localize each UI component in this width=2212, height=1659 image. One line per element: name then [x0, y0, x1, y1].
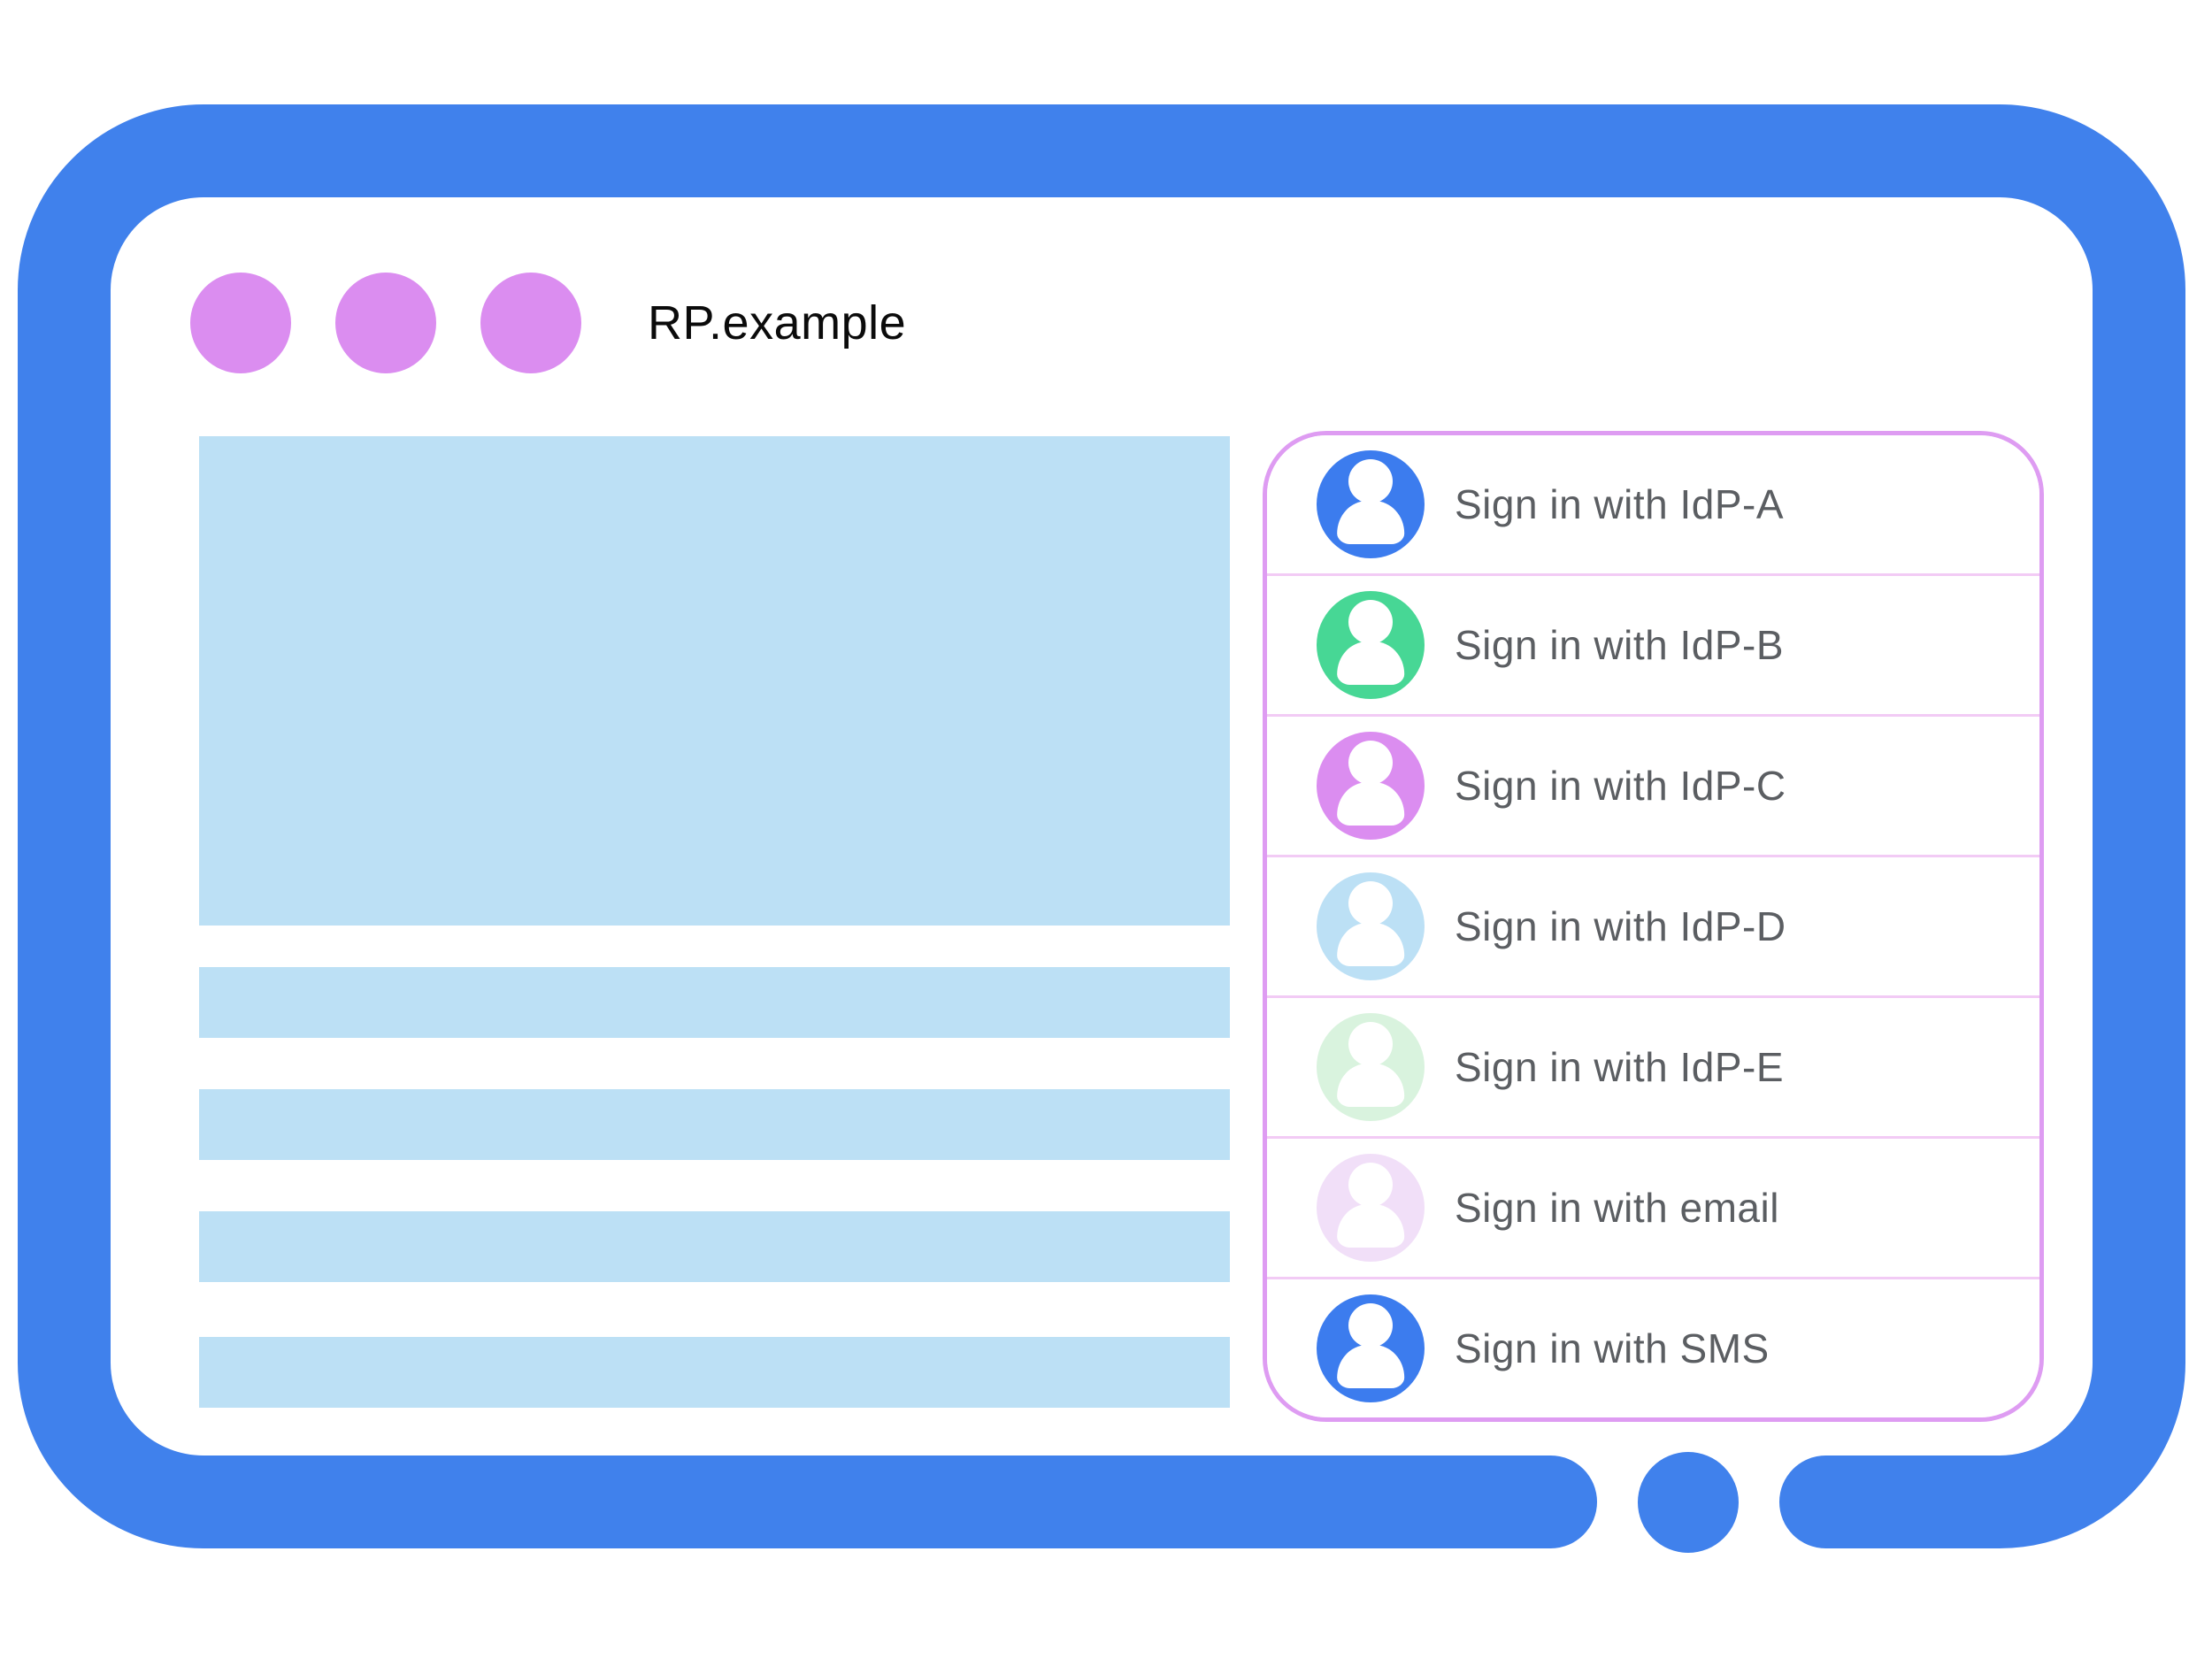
content-placeholder-hero [199, 436, 1230, 926]
content-placeholder-line [199, 967, 1230, 1038]
content-placeholder-line [199, 1089, 1230, 1160]
user-avatar-icon [1317, 1013, 1425, 1121]
signin-option-idp-a[interactable]: Sign in with IdP-A [1267, 435, 2039, 573]
signin-option-idp-c[interactable]: Sign in with IdP-C [1267, 714, 2039, 855]
user-avatar-icon [1317, 450, 1425, 558]
signin-option-label: Sign in with SMS [1455, 1325, 1770, 1371]
signin-option-idp-e[interactable]: Sign in with IdP-E [1267, 995, 2039, 1136]
site-title: RP.example [648, 296, 907, 349]
signin-option-label: Sign in with email [1455, 1185, 1779, 1231]
user-avatar-icon [1317, 591, 1425, 699]
signin-option-idp-d[interactable]: Sign in with IdP-D [1267, 855, 2039, 995]
bezel-right-segment-end [1779, 1455, 1908, 1548]
signin-option-label: Sign in with IdP-A [1455, 481, 1785, 527]
bezel-left-segment-end [1469, 1455, 1597, 1548]
signin-option-label: Sign in with IdP-B [1455, 622, 1785, 668]
user-avatar-icon [1317, 1154, 1425, 1262]
signin-option-label: Sign in with IdP-D [1455, 903, 1786, 949]
user-avatar-icon [1317, 872, 1425, 980]
content-placeholder-line [199, 1211, 1230, 1282]
home-button[interactable] [1638, 1452, 1739, 1553]
content-placeholder-line [199, 1337, 1230, 1408]
user-avatar-icon [1317, 732, 1425, 840]
signin-option-label: Sign in with IdP-C [1455, 763, 1786, 809]
window-control-dot-1[interactable] [190, 273, 291, 373]
signin-option-email[interactable]: Sign in with email [1267, 1136, 2039, 1277]
user-avatar-icon [1317, 1294, 1425, 1402]
signin-option-idp-b[interactable]: Sign in with IdP-B [1267, 573, 2039, 714]
signin-option-sms[interactable]: Sign in with SMS [1267, 1277, 2039, 1417]
signin-option-label: Sign in with IdP-E [1455, 1044, 1785, 1090]
window-control-dot-2[interactable] [335, 273, 436, 373]
window-control-dot-3[interactable] [480, 273, 581, 373]
signin-panel: Sign in with IdP-A Sign in with IdP-B Si… [1263, 431, 2044, 1422]
